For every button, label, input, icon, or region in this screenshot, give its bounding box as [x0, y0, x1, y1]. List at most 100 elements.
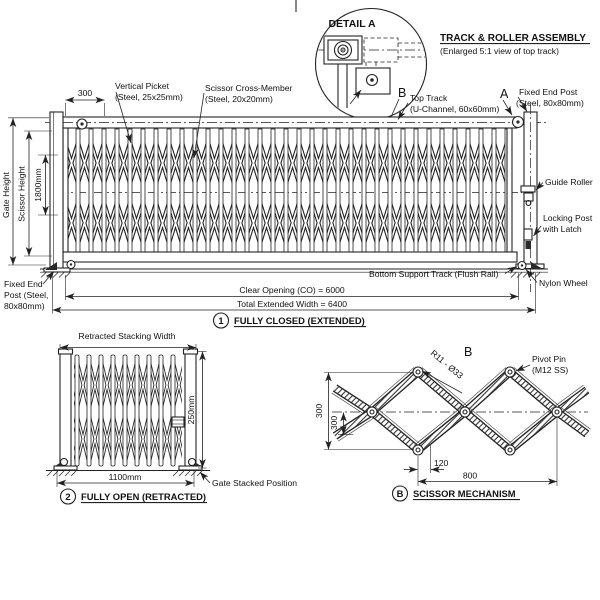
scissor-arm-hatch: [370, 409, 420, 453]
picket: [122, 354, 128, 467]
caption-2-circle: [59, 488, 77, 505]
roller-bracket-outer: [323, 35, 363, 65]
vertical-picket-leader: [115, 91, 132, 144]
radius-label: R11 - Ø33: [429, 348, 465, 381]
view-fully-closed: 300 Gate Height Scissor Height 1800mm Ve…: [1, 81, 593, 329]
picket: [309, 128, 315, 253]
scissor-arm-hatch: [333, 409, 374, 439]
picket: [231, 128, 237, 253]
picket: [374, 128, 380, 253]
ground-hatch-tick: [58, 272, 65, 278]
locking-post-leader: [533, 225, 542, 237]
stacked-position-leader: [199, 471, 211, 484]
guide-roller-label: Guide Roller: [545, 177, 593, 187]
roller-wheel-hub: [337, 44, 349, 56]
picket: [426, 128, 432, 253]
ground-hatch-tick: [46, 272, 53, 278]
pivot-pin: [459, 406, 471, 418]
dim-120-label: 120: [434, 458, 449, 468]
pivot-pin: [412, 366, 424, 378]
picket: [400, 128, 406, 253]
dim-300-inner-label: 300: [329, 416, 339, 431]
vertical-picket-label-2: (Steel, 25x25mm): [115, 92, 183, 102]
gate-height-label: Gate Height: [1, 171, 11, 217]
picket: [114, 128, 120, 253]
fixed-end-post-right-leader: [517, 96, 528, 112]
top-track-label-2: (U-Channel, 60x60mm): [410, 104, 499, 114]
callout-a-leader: [502, 99, 513, 116]
detail-a-title: DETAIL A: [328, 18, 375, 30]
caption-1-circle: [212, 312, 230, 329]
guide-roller-leader: [535, 181, 545, 191]
picket: [75, 128, 81, 253]
callout-b-leader: [390, 98, 400, 118]
scissor-arm-hatch: [508, 369, 559, 415]
scissor-arm-hatch: [370, 369, 420, 415]
picket: [134, 354, 140, 467]
locking-post-label-2: with Latch: [542, 224, 582, 234]
mounting-plate: [355, 67, 391, 95]
picket: [257, 128, 263, 253]
scissor-arm-hatch: [333, 385, 374, 415]
dim-300-label: 300: [78, 88, 93, 98]
guide-roller-bracket: [520, 185, 536, 193]
stacked-position-label: Gate Stacked Position: [212, 478, 297, 488]
dim-800-label: 800: [463, 471, 478, 481]
pivot-pin-label-1: Pivot Pin: [532, 354, 566, 364]
retracted-lattice-lower: [74, 412, 182, 466]
rear-arm-line: [338, 416, 376, 442]
vertical-pickets: [62, 128, 510, 253]
picket: [146, 354, 152, 467]
view-scissor-mechanism: B R11 - Ø33 Pivot Pin (M12 SS) 300 300 1…: [314, 345, 591, 502]
retracted-latch-detail: [171, 416, 185, 428]
picket: [192, 128, 198, 253]
fixed-end-post-left: [49, 111, 64, 271]
nylon-wheel-leader: [525, 269, 538, 283]
rear-arm-line: [468, 407, 515, 446]
clear-opening-label: Clear Opening (CO) = 6000: [239, 285, 345, 295]
bottom-track-label: Bottom Support Track (Flush Rail): [369, 269, 499, 279]
detail-callout-a: A: [500, 87, 509, 101]
picket: [478, 128, 484, 253]
dim-1100-label: 1100mm: [109, 472, 142, 482]
retracted-pickets: [74, 354, 176, 467]
ground-hatch-tick: [190, 470, 197, 477]
picket: [170, 354, 176, 467]
detail-a-heading: TRACK & ROLLER ASSEMBLY: [440, 33, 586, 44]
caption-b-circle: [391, 485, 409, 502]
rear-arm-line: [513, 367, 562, 408]
scissor-arm-hatch: [416, 369, 467, 415]
scissor-arm-hatch: [463, 369, 512, 415]
mechanism-callout-b: B: [464, 345, 472, 359]
caption-2-text: FULLY OPEN (RETRACTED): [81, 491, 206, 502]
ground-hatch-tick: [510, 272, 517, 278]
latch-block: [525, 241, 531, 249]
stacking-width-label: Retracted Stacking Width: [79, 331, 176, 341]
pivot-pin-label-2: (M12 SS): [532, 365, 568, 375]
scissor-arm-hatch: [555, 409, 589, 437]
dim-250-label: 250mm: [186, 396, 196, 425]
ground-hatch-tick: [40, 272, 47, 278]
picket: [205, 128, 211, 253]
gate-right-stile: [506, 127, 513, 253]
top-roller-right-hub: [516, 120, 520, 124]
caption-1-number: 1: [218, 315, 223, 326]
plate-arrow: [349, 89, 362, 105]
picket: [110, 354, 116, 467]
rear-arm-line: [460, 367, 507, 408]
picket: [218, 128, 224, 253]
picket: [166, 128, 172, 253]
picket: [361, 128, 367, 253]
picket: [153, 128, 159, 253]
scissor-arms: [331, 367, 591, 454]
fixed-end-post-left-label-1: Fixed End: [4, 279, 43, 289]
ground-hatch-tick: [184, 470, 191, 477]
picket: [387, 128, 393, 253]
rear-arm-line: [367, 367, 415, 408]
caption-b-text: SCISSOR MECHANISM: [413, 488, 516, 499]
retracted-lattice-upper: [74, 358, 182, 412]
detail-a-content: [316, 35, 426, 108]
nylon-wheel-label: Nylon Wheel: [539, 278, 588, 288]
picket: [244, 128, 250, 253]
radius-leader: [421, 370, 463, 394]
